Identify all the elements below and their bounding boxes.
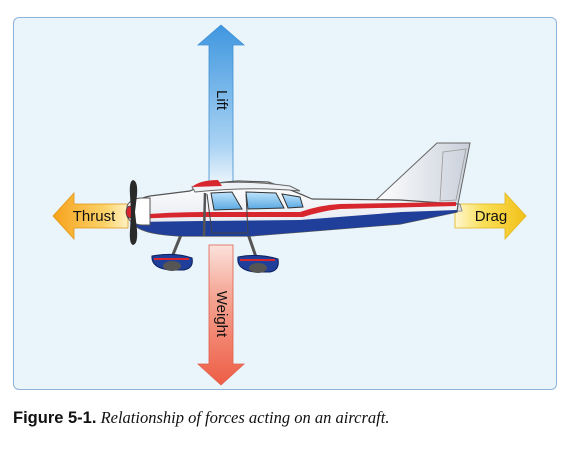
- drag-label: Drag: [475, 208, 508, 225]
- weight-arrow: Weight: [196, 244, 246, 386]
- lift-arrow: Lift: [196, 24, 246, 186]
- drag-arrow: Drag: [454, 191, 527, 241]
- weight-label: Weight: [213, 291, 230, 338]
- figure-caption: Figure 5-1. Relationship of forces actin…: [13, 408, 563, 428]
- caption-text: Relationship of forces acting on an airc…: [100, 408, 390, 427]
- aircraft-illustration: [125, 142, 471, 273]
- forces-diagram: Lift Weight Thrust Drag: [52, 24, 527, 386]
- lift-label: Lift: [213, 90, 230, 111]
- thrust-label: Thrust: [73, 208, 116, 225]
- figure-label: Figure 5-1.: [13, 409, 97, 427]
- thrust-arrow: Thrust: [52, 191, 129, 241]
